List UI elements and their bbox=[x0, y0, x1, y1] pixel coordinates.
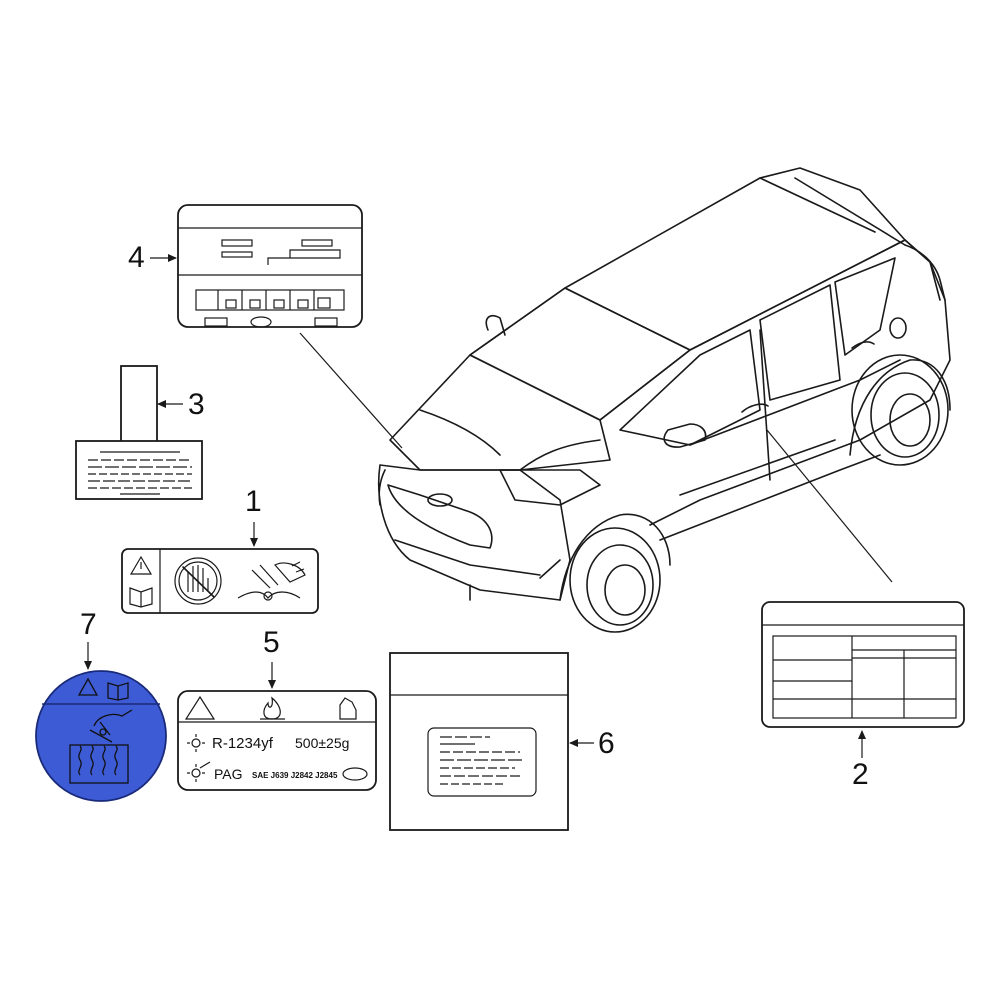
warning-triangle-icon bbox=[77, 677, 99, 696]
manual-book-icon bbox=[107, 682, 129, 701]
callout-2: 2 bbox=[852, 758, 869, 791]
part-3-label bbox=[75, 365, 203, 500]
warning-triangle-icon bbox=[129, 555, 153, 575]
oil-type: PAG bbox=[214, 766, 243, 782]
leader-line-2 bbox=[766, 429, 893, 583]
part-6-label bbox=[389, 652, 569, 831]
refrigerant-type: R-1234yf bbox=[212, 735, 274, 752]
fan-hand-icon bbox=[89, 709, 133, 743]
part-1-label bbox=[121, 548, 319, 614]
no-hand-icon bbox=[174, 557, 222, 605]
callout-4: 4 bbox=[128, 241, 145, 274]
callout-7: 7 bbox=[80, 608, 97, 641]
callout-5: 5 bbox=[263, 626, 280, 659]
sun-icon bbox=[187, 761, 211, 782]
leader-line-4 bbox=[299, 332, 403, 449]
heater-coil-icon bbox=[69, 744, 129, 784]
warning-triangle-icon bbox=[184, 695, 216, 720]
part-4-label bbox=[177, 204, 363, 328]
callout-6: 6 bbox=[598, 727, 615, 760]
part-7-label bbox=[35, 670, 167, 802]
vehicle-illustration bbox=[377, 167, 951, 633]
fan-hand-icon bbox=[237, 561, 306, 601]
part-5-label: R-1234yf 500±25g PAG SAE J639 J2842 J284… bbox=[177, 690, 377, 791]
standards-text: SAE J639 J2842 J2845 bbox=[252, 771, 338, 780]
manual-book-icon bbox=[129, 587, 153, 608]
callout-1: 1 bbox=[245, 485, 262, 518]
flame-icon bbox=[263, 696, 281, 720]
sun-icon bbox=[187, 734, 205, 752]
part-2-label bbox=[761, 601, 965, 728]
charge-amount: 500±25g bbox=[295, 735, 349, 751]
callout-3: 3 bbox=[188, 388, 205, 421]
oil-can-icon bbox=[339, 697, 357, 720]
